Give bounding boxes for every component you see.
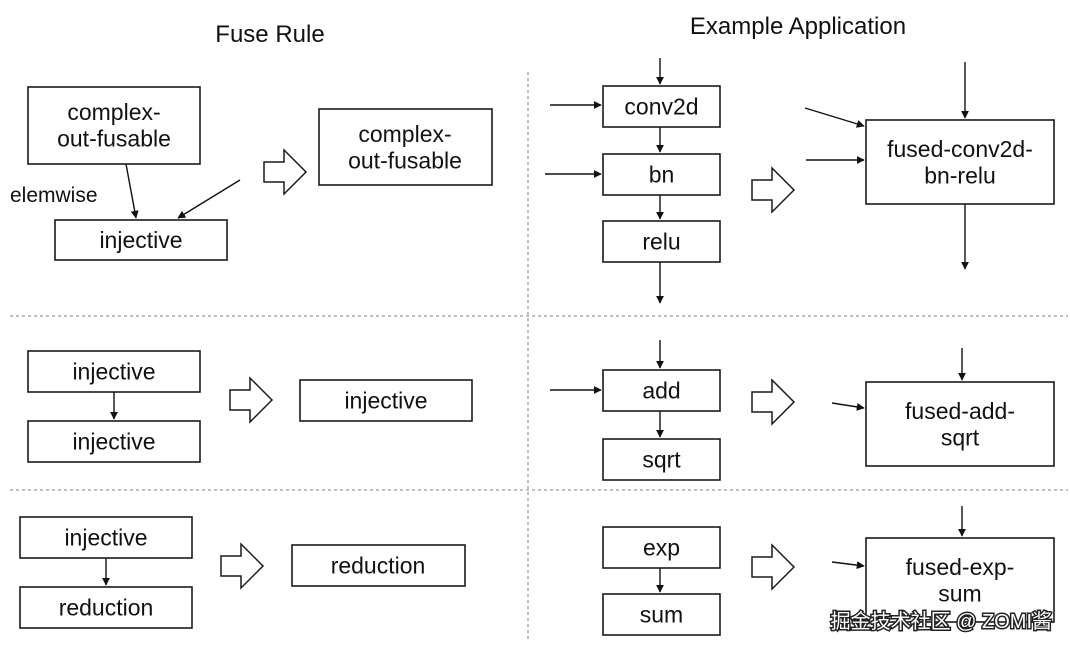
rule-2-fuse-arrow [229,376,274,424]
rule-3-target-label: reduction [59,595,154,621]
fused-conv2d-bn-relu-label: fused-conv2d-bn-relu [887,136,1033,188]
elemwise-edge-label: elemwise [10,184,98,207]
rule-1-input-box [27,86,201,165]
op-bn-box [602,153,721,196]
op-exp-box [602,526,721,569]
op-sqrt-label: sqrt [642,447,681,473]
rule-3: injective reduction reduction [19,516,466,629]
op-add-label: add [642,378,680,404]
rule-2: injective injective injective [27,350,473,463]
fused-exp-input-edge-left [831,561,865,570]
rule-1-elemwise-edge [125,163,139,219]
rule-1-fuse-arrow [263,148,308,196]
rule-3-result-label: reduction [331,553,426,579]
example-2-fuse-arrow [751,378,796,426]
rule-2-result-label: injective [344,388,427,414]
fused-add-input-edge-left [831,402,865,411]
op-sum-box [602,593,721,636]
op-sum-label: sum [640,602,683,628]
fused-exp-sum-label: fused-exp-sum [906,554,1015,606]
fused-exp-sum-box [865,537,1055,623]
rule-2-target-label: injective [72,429,155,455]
rule-3-fuse-arrow [220,542,265,590]
example-1: conv2d bn relu fused-conv2d-bn-relu [545,58,1055,304]
rule-3-target-box [19,586,193,629]
example-application-header: Example Application [690,13,906,40]
rule-1-result-box [318,108,493,186]
example-1-fuse-arrow [751,166,796,214]
fuse-rule-header: Fuse Rule [215,21,324,48]
fused-conv2d-bn-relu-box [865,119,1055,205]
watermark: 掘金技术社区 @ ZOMI酱 [831,610,1052,633]
op-conv2d-box [602,85,721,128]
op-exp-label: exp [643,535,680,561]
example-2: add sqrt fused-add-sqrt [550,340,1055,481]
rule-2-input-box [27,350,201,393]
op-relu-label: relu [642,229,680,255]
op-relu-box [602,220,721,263]
rule-3-input-label: injective [64,525,147,551]
fused-add-sqrt-label: fused-add-sqrt [905,398,1015,450]
rule-2-result-box [299,379,473,422]
rule-3-input-box [19,516,193,559]
op-conv2d-label: conv2d [624,94,698,120]
rule-1-input-label: complex-out-fusable [57,99,171,151]
rule-1-external-edge [177,179,241,219]
rule-1-target-label: injective [99,227,182,253]
rule-2-input-label: injective [72,359,155,385]
rule-1: complex-out-fusable injective elemwise c… [10,86,493,261]
rule-2-target-box [27,420,201,463]
example-3: exp sum fused-exp-sum [602,506,1055,636]
example-3-fuse-arrow [751,543,796,591]
op-add-box [602,369,721,412]
rule-1-result-label: complex-out-fusable [348,121,462,173]
fused-add-sqrt-box [865,381,1055,467]
op-sqrt-box [602,438,721,481]
fused-conv2d-input-edge-1 [804,107,865,128]
op-bn-label: bn [649,162,675,188]
rule-3-result-box [291,544,466,587]
rule-1-target-box [54,219,228,261]
